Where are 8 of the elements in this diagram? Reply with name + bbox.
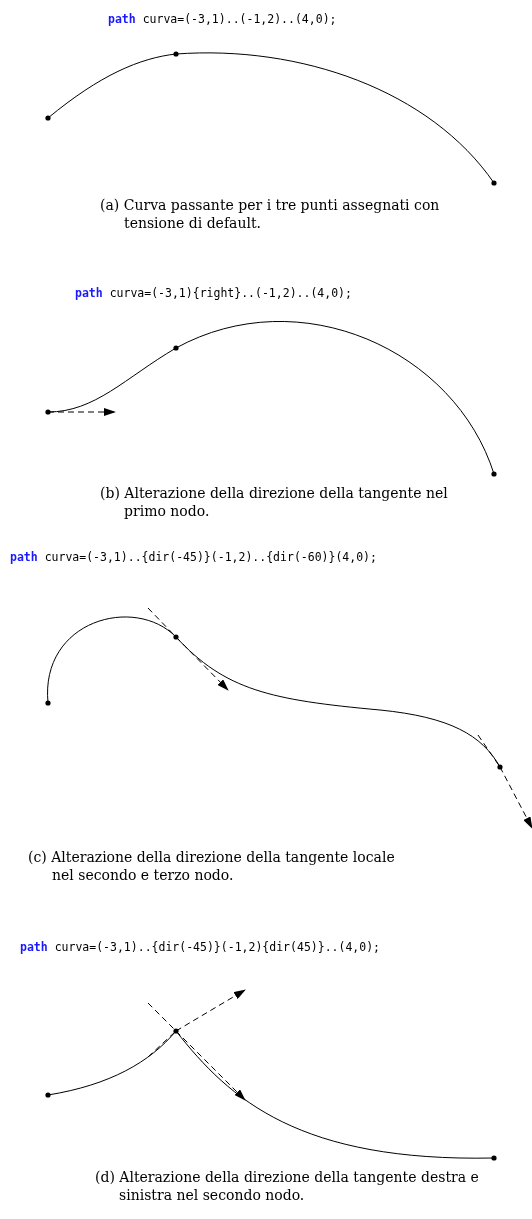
code-line: path curva=(-3,1)..{dir(-45)}(-1,2)..{dir(-60)}(4,0);	[10, 550, 377, 564]
figure-caption: (d) Alterazione della direzione della tangente destra e sinistra nel secondo nodo.	[95, 1168, 479, 1204]
code-line: path curva=(-3,1)..{dir(-45)}(-1,2){dir(45)}..(4,0);	[20, 940, 381, 954]
figure-caption: (c) Alterazione della direzione della tangente locale nel secondo e terzo nodo.	[28, 848, 396, 884]
figure-caption: (b) Alterazione della direzione della tangente nel primo nodo.	[100, 484, 449, 520]
figure-caption: (a) Curva passante per i tre punti assegnati con tensione di default.	[100, 196, 441, 232]
code-line: path curva=(-3,1)..(-1,2)..(4,0);	[108, 12, 337, 26]
code-line: path curva=(-3,1){right}..(-1,2)..(4,0);	[75, 286, 352, 300]
